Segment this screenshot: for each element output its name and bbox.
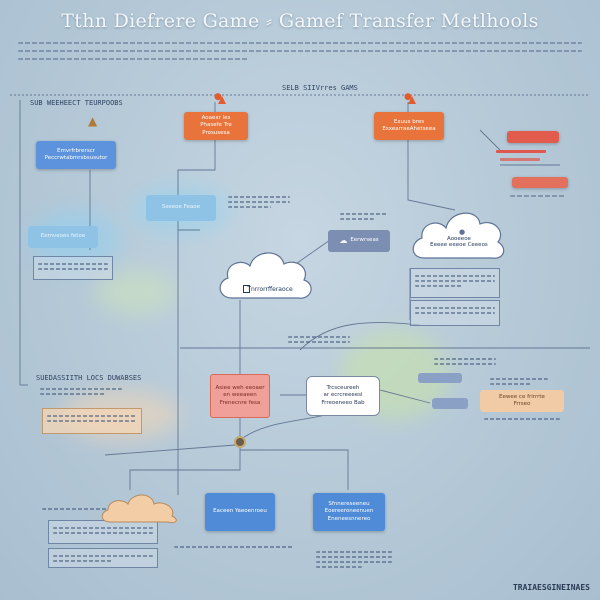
text-note [430,352,500,370]
orange-process-box-right: Exuus bres EsxearraeAhetseea [374,112,444,140]
blue-info-box-left: Emvrfrbrerscr Peccrwtabmrsbsusutor [36,141,116,169]
map-pin-icon: ● [214,92,222,102]
small-slate-tag [432,398,468,409]
right-text-line [510,195,566,197]
right-red-line [496,150,546,153]
person-icon: ● [459,228,466,236]
right-red-line [500,158,540,161]
brand-logo-text: TRAIAESGINEINAES [512,583,590,592]
left-section-label: SUB WEEHEECT TEURPOOBS [30,99,123,107]
text-note [224,190,294,214]
right-cloud-label: Aooeeoe Eeeee eeeoe Ceeeos [430,236,488,248]
text-note [48,548,158,568]
peach-box-right: Eewee ce frirrrte Frrseo [480,390,564,412]
right-red-tag [512,177,568,188]
laptop-icon [243,285,250,293]
blue-box-bottom-left: Eaceen Yaeoenroeu [205,493,275,531]
right-cloud [412,212,505,259]
hub-node [234,436,246,448]
text-note [486,372,552,388]
speech-bubble: Trcsceureeh ar ecrcreeeesl Frreoeneeo Ba… [306,376,380,416]
slate-box-right: ☁ Eerwrseas [328,230,390,252]
right-red-tag [507,131,559,143]
cloud-small-icon: ☁ [339,235,348,245]
text-note [42,408,142,434]
slate-box-label: Eerwrseas [350,237,379,244]
intro-text-line [18,50,582,52]
text-note [36,382,126,398]
text-note [284,330,354,352]
text-note [312,545,396,581]
central-cloud-label: Tnrrorrfferaoce [247,286,293,293]
top-center-label: SELB SIIVrres GAMS [282,84,358,92]
intro-text-line [18,42,582,44]
lightblue-box-mid: Sseeoe Feaoe [146,195,216,221]
text-note [410,268,500,298]
map-pin-icon: ● [404,92,412,102]
mid-left-section-label: SUEDASSIITH LOCS DUWABSES [36,374,142,382]
pink-center-box: Asiee weh eeoaer en weeaeen Frenecnre fe… [210,374,270,418]
bottom-left-cloud [101,494,177,523]
text-note [336,207,392,223]
intro-text-line [18,58,248,60]
text-note [480,412,564,428]
text-note [48,520,158,544]
text-note [170,540,298,554]
text-note [33,256,113,280]
page-title: Tthn Diefrere Game ⸗ Gamef Transfer Metl… [61,10,539,32]
text-note [410,300,500,326]
central-cloud [219,252,312,299]
small-slate-tag [418,373,462,383]
lightblue-box-left: Eemveoes fetoe [28,226,98,248]
orange-process-box-left: Aoaexr les Phasefe Tre Prosusesa [184,112,248,140]
text-note [38,502,118,516]
blue-box-bottom-right: Sfnnereseeneu Eoereeroneenuen Eneneesnne… [313,493,385,531]
tree-icon: ▲ [88,114,98,128]
